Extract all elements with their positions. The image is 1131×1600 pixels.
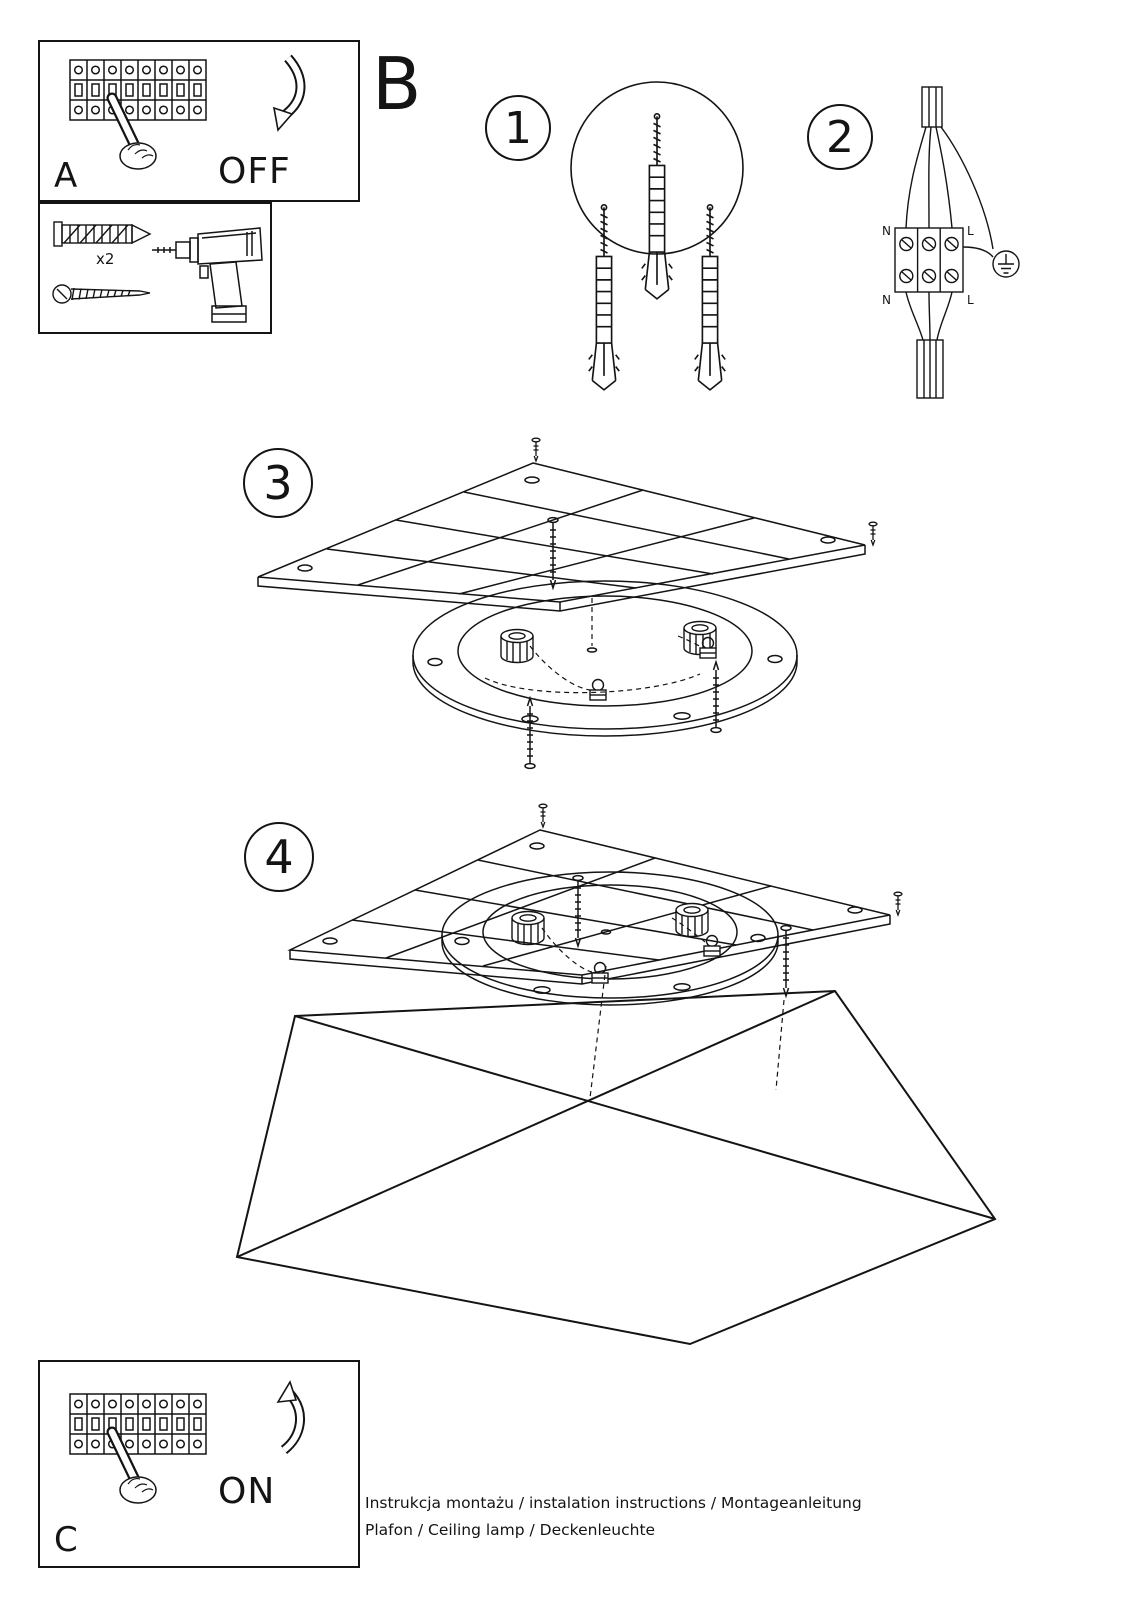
circuit-breaker-icon <box>69 59 207 121</box>
cable-clamp-icon <box>591 961 609 984</box>
cable-clamp-icon <box>589 678 607 701</box>
plug-quantity-label: x2 <box>96 250 115 268</box>
mounting-plate <box>412 580 798 737</box>
step-1-badge: 1 <box>485 95 551 161</box>
step-4-badge: 4 <box>244 822 314 892</box>
ceiling-panel <box>257 462 866 612</box>
mounting-screw-icon <box>524 697 536 770</box>
panel-a-power-off: OFF A <box>38 40 360 202</box>
center-axis-dashed-line <box>589 965 607 1099</box>
step-3-badge: 3 <box>243 448 313 518</box>
panel-c-letter: C <box>54 1520 78 1560</box>
terminal-label-n-top: N <box>882 224 891 238</box>
step-1-anchors-illustration <box>570 81 744 391</box>
wall-anchor-icon <box>640 112 674 300</box>
arrow-down-icon <box>272 54 306 132</box>
lamp-socket-icon <box>511 910 545 946</box>
arrow-up-icon <box>276 1380 305 1454</box>
footer-title-line: Instrukcja montażu / instalation instruc… <box>365 1494 862 1512</box>
panel-screw-icon <box>868 521 878 546</box>
terminal-block <box>894 227 964 293</box>
panel-screw-icon <box>531 437 541 462</box>
footer-product-line: Plafon / Ceiling lamp / Deckenleuchte <box>365 1521 656 1539</box>
terminal-label-n-bottom: N <box>882 293 891 307</box>
terminal-label-l-top: L <box>967 224 974 238</box>
drill-icon <box>152 227 263 323</box>
on-label: ON <box>218 1471 276 1512</box>
cable-dashed <box>677 635 702 648</box>
ground-icon <box>992 250 1020 278</box>
cable-clamp-icon <box>703 934 721 957</box>
screw-icon <box>52 284 151 304</box>
tools-illustration <box>52 221 263 323</box>
cable-dashed <box>671 917 706 943</box>
lamp-socket-icon <box>500 628 534 664</box>
tools-box: x2 <box>38 202 272 334</box>
terminal-label-l-bottom: L <box>967 293 974 307</box>
step-2-wiring-illustration: N L N L <box>882 86 1020 399</box>
wall-anchor-icon <box>693 203 727 391</box>
cable-dashed <box>484 673 701 694</box>
circuit-breaker-icon <box>69 1393 207 1455</box>
panel-screw-icon <box>893 891 903 916</box>
cable-dashed <box>541 927 593 973</box>
panel-screw-icon <box>538 803 548 828</box>
step-3-mounting-illustration <box>257 437 878 770</box>
section-b-letter: B <box>372 42 422 126</box>
step-2-badge: 2 <box>807 104 873 170</box>
wall-anchor-icon <box>587 203 621 391</box>
cable-sheath-top <box>921 86 943 128</box>
step-4-shade-illustration <box>235 803 997 1346</box>
hexagon-shade <box>235 989 997 1346</box>
lamp-socket-icon <box>675 902 709 938</box>
off-label: OFF <box>218 151 291 192</box>
mounting-plate <box>441 871 779 1006</box>
breaker-off-illustration <box>69 54 306 196</box>
cable-clamp-icon <box>699 636 717 659</box>
breaker-on-illustration <box>69 1380 305 1562</box>
cable-dashed <box>529 645 591 691</box>
wall-plug-icon <box>53 221 152 247</box>
panel-c-power-on: ON C <box>38 1360 360 1568</box>
panel-a-letter: A <box>54 156 78 196</box>
screw-guide-dashed <box>775 999 785 1091</box>
zoom-circle <box>570 81 744 255</box>
ceiling-panel <box>287 829 891 985</box>
